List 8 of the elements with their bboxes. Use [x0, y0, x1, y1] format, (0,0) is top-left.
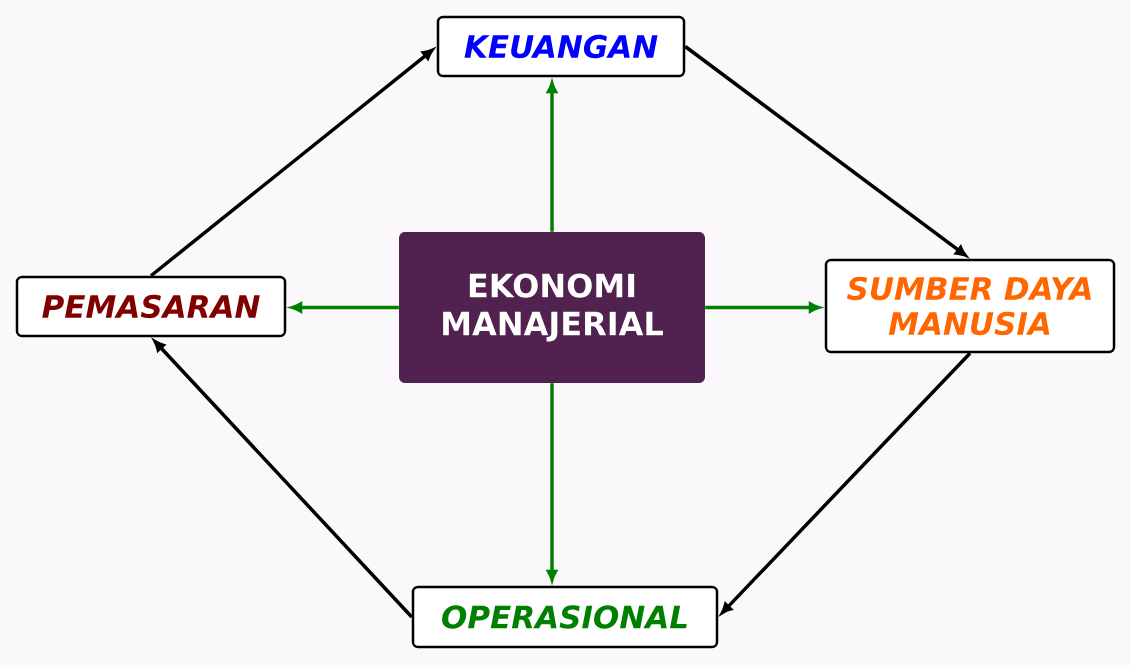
- central-box: EKONOMI MANAJERIAL: [399, 232, 705, 383]
- arrow: [153, 340, 414, 619]
- process-box: PEMASARAN: [15, 275, 287, 338]
- arrow: [149, 48, 434, 278]
- process-box: KEUANGAN: [436, 15, 686, 78]
- process-box: SUMBER DAYA MANUSIA: [824, 258, 1116, 354]
- process-box: OPERASIONAL: [411, 585, 719, 649]
- arrow: [720, 352, 972, 615]
